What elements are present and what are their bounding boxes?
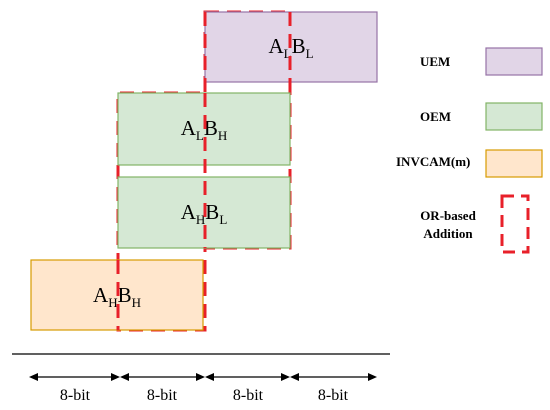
svg-text:ALBL: ALBL: [268, 34, 313, 61]
legend-uem-label: UEM: [420, 54, 450, 69]
bit-arrows: [29, 373, 377, 381]
legend-uem-swatch: [485, 47, 543, 76]
svg-text:AHBH: AHBH: [93, 283, 141, 310]
bit-label-1: 8-bit: [60, 387, 91, 404]
bit-labels: 8-bit 8-bit 8-bit 8-bit: [60, 387, 349, 404]
svg-text:AHBL: AHBL: [181, 200, 228, 227]
legend-or-label-line2: Addition: [423, 226, 473, 241]
legend: UEM OEM INVCAM(m) OR-based Addition: [396, 47, 543, 254]
bit-label-4: 8-bit: [318, 387, 349, 404]
legend-invcam-label: INVCAM(m): [396, 154, 470, 169]
legend-oem-label: OEM: [420, 109, 451, 124]
bit-label-2: 8-bit: [147, 387, 178, 404]
or-addition-inner-lines: [116, 12, 292, 330]
bit-label-3: 8-bit: [233, 387, 264, 404]
legend-or-label-line1: OR-based: [420, 208, 476, 223]
legend-invcam-swatch: [485, 149, 543, 178]
svg-text:ALBH: ALBH: [181, 116, 228, 143]
legend-or-swatch: [500, 194, 530, 254]
legend-oem-swatch: [485, 102, 543, 131]
